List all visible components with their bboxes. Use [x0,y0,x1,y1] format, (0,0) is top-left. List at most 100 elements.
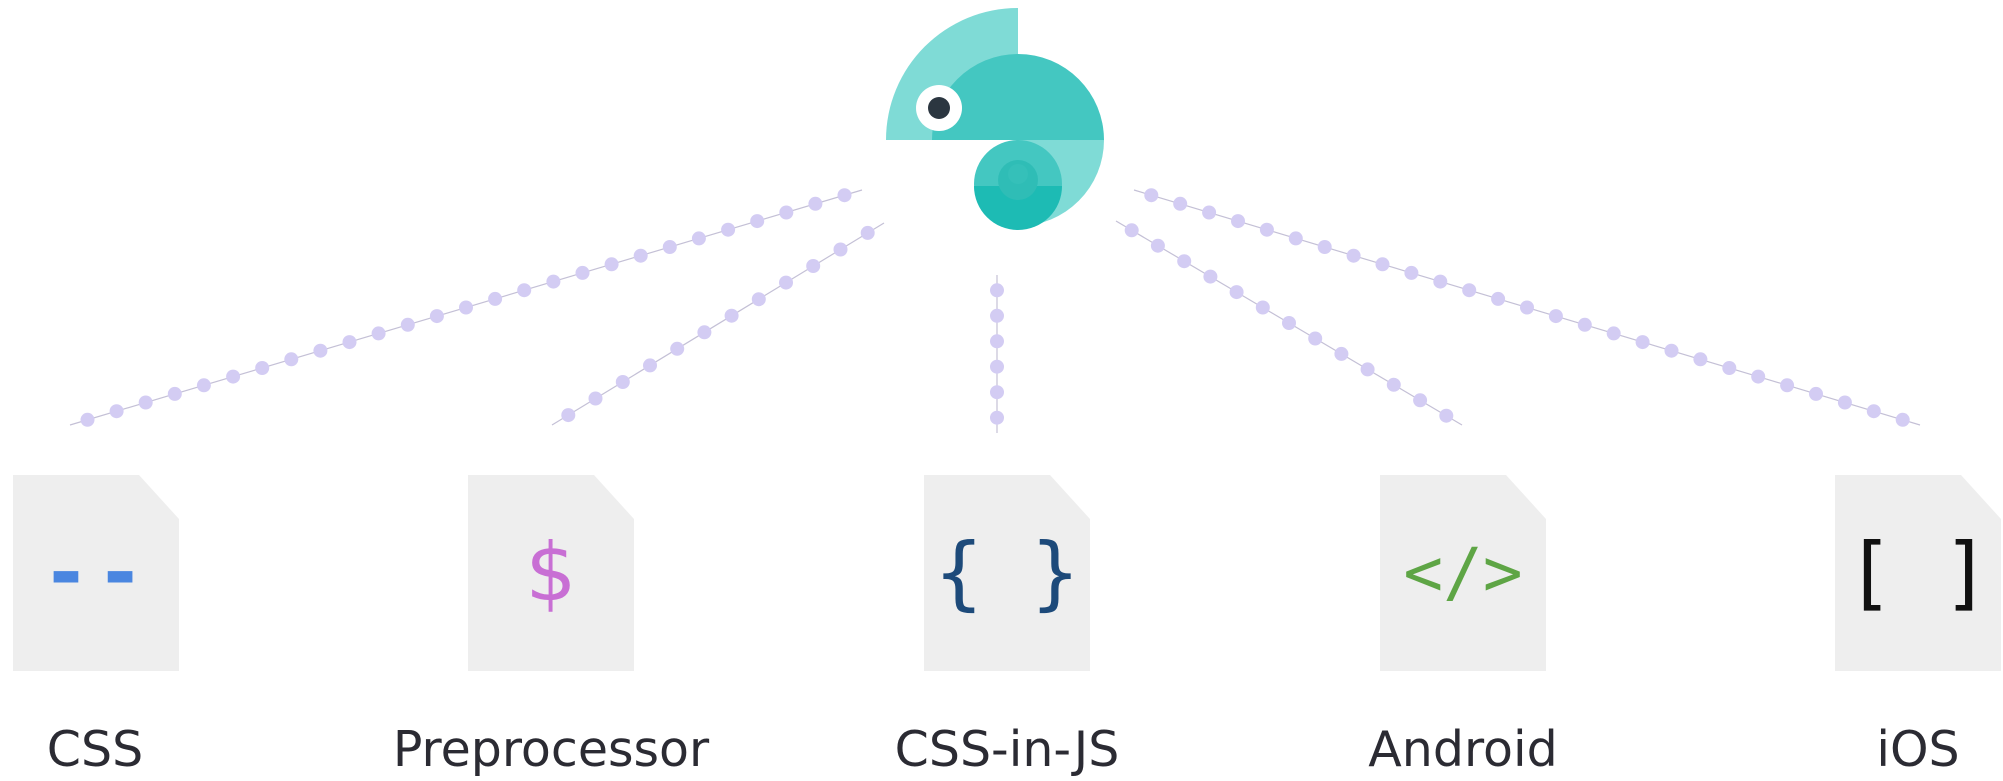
connector-dot [1255,300,1270,315]
connector-dot [1386,377,1401,392]
connector-dot [1866,404,1881,419]
file-icon [1835,475,2001,671]
connector-dot [860,225,875,240]
connector-dot [990,359,1004,374]
xml-tag-icon: </> [1403,534,1523,611]
connector-dot [488,291,503,306]
connector-dot [750,214,765,229]
target-preprocessor: $ [468,475,634,671]
connector-dot [1173,196,1188,211]
connector-dot [1433,274,1448,289]
dollar-icon: $ [525,526,577,619]
connector-dot [1144,188,1159,203]
connector-dot [1282,316,1296,330]
label-preprocessor: Preprocessor [392,721,710,778]
connector-dot [691,231,706,246]
connector-dot [1462,283,1477,298]
file-card: { } [924,475,1090,671]
connector-dot [517,283,532,298]
connector-dot [138,395,153,410]
connector-dot [670,341,685,356]
chameleon-tail-core [1008,164,1028,184]
chameleon-icon [886,8,1104,230]
connector-dot [1635,335,1650,350]
square-brackets-icon: [ ] [1845,526,1991,619]
connector-dot [1809,386,1823,401]
connector-dot [1308,331,1323,346]
connector-dot [459,300,473,315]
file-icon [1380,475,1546,671]
connector-dot [1360,362,1375,377]
connector-dot [806,259,821,273]
label-ios: iOS [1876,721,1960,778]
connector-dot [808,196,823,211]
connector-css-in-js [990,275,1004,433]
connector-dot [1837,395,1852,410]
connector-dot [751,292,766,307]
chameleon-eye-pupil [928,97,950,119]
connector-dot [1491,291,1506,306]
connector-dot [1177,254,1192,269]
connector-dot [1202,205,1217,220]
connector-dot [1259,222,1274,237]
connector-dot [721,222,736,237]
connector-dot [837,188,852,203]
connector-dot [1439,408,1454,423]
connector-dot [226,369,241,384]
connector-dot [1693,352,1708,367]
connector-dot [1751,369,1766,384]
connector-dot [196,378,211,393]
connector-dot [990,410,1004,425]
connector-dot [1203,269,1218,284]
connector-dot [1548,309,1563,324]
connector-dot [588,391,603,406]
connector-dot [779,275,793,290]
curly-braces-icon: { } [934,526,1080,619]
connector-dot [109,404,124,419]
file-card: -- [13,475,179,671]
connector-dot [1520,300,1534,315]
css-variables-icon: -- [41,526,151,619]
connector-dot [724,308,739,323]
connector-dot [1606,326,1621,341]
target-ios: [ ] [1835,475,2001,671]
label-css: CSS [46,721,144,778]
connector-dot [990,334,1004,349]
connector-dot [779,205,794,220]
connector-dot [80,412,95,427]
connector-dot [1346,248,1361,263]
connector-dot [167,386,182,401]
connector-dot [1229,285,1244,300]
connector-dot [990,385,1004,400]
connector-dot [1317,240,1332,254]
connector-dot [1231,214,1245,229]
connector-dot [615,375,630,389]
label-android: Android [1368,721,1558,778]
connector-dot [371,326,386,341]
connector-dot [342,335,357,350]
connector-dot [1413,393,1428,408]
connector-dot [284,352,299,367]
file-icon [924,475,1090,671]
connector-dot [1150,238,1165,253]
connector-dot [546,274,561,289]
connector-dot [1124,223,1139,238]
connector-dot [429,309,444,324]
connector-android [1115,220,1463,426]
connector-dot [1664,343,1679,358]
target-css-in-js: { } [924,475,1090,671]
connector-dot [697,325,712,340]
connector-dot [604,257,619,272]
file-card: [ ] [1835,475,2001,671]
connector-dot [662,240,677,254]
connector-dot [990,283,1004,298]
connector-css [69,188,863,427]
file-card: $ [468,475,634,671]
connector-dot [1404,265,1419,280]
chameleon-head-shape [932,54,1104,140]
connector-dot [1577,317,1592,332]
chameleon-tail-coil-shade [974,186,1062,230]
connector-dot [1375,257,1390,272]
connector-dot [313,343,328,358]
